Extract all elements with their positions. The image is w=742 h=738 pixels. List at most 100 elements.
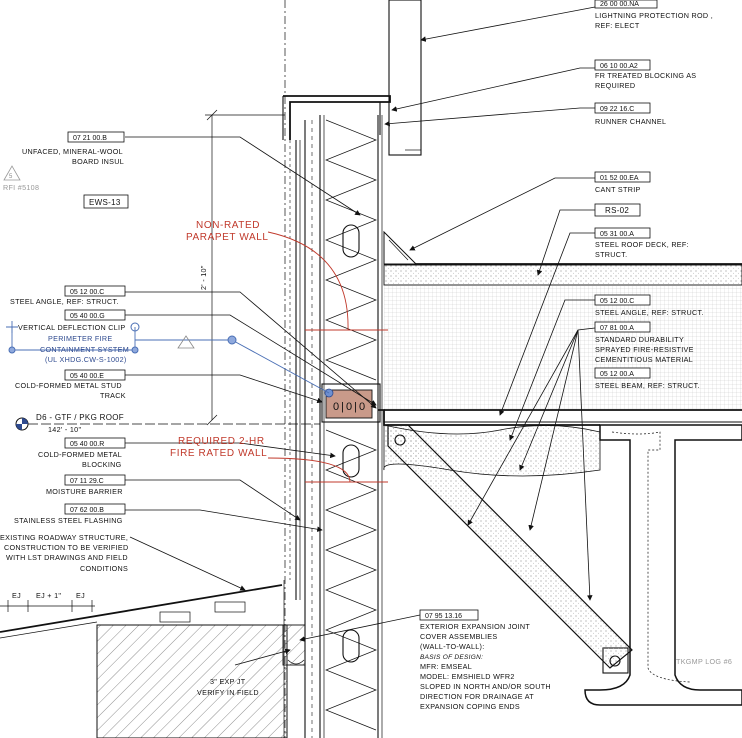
rfi-revision-mark: 5 RFI #5108	[3, 165, 39, 192]
callout-clip: 05 40 00.G VERTICAL DEFLECTION CLIP	[18, 309, 126, 332]
callouts-expjoint-l4: BASIS OF DESIGN:	[420, 654, 483, 661]
level-label: D6 - GTF / PKG ROOF 142' - 10"	[36, 413, 124, 434]
callout-blocking: 06 10 00.A2 FR TREATED BLOCKING AS REQUI…	[594, 59, 696, 90]
perimeter-fire-group	[6, 321, 330, 394]
callout-stud-blocking: 05 40 00.R COLD-FORMED METAL BLOCKING	[38, 437, 126, 469]
callouts-insul-l1: UNFACED, MINERAL-WOOL	[22, 147, 123, 156]
callouts-roadway-l3: WITH LST DRAWINGS AND FIELD	[6, 553, 128, 562]
diagonal-brace	[387, 424, 633, 669]
parapet-dim-text: 2' - 10"	[199, 265, 208, 290]
callouts-blocking-a2-tag: 06 10 00.A2	[600, 63, 638, 70]
callouts-beam-tag: 05 12 00.A	[600, 371, 634, 378]
labels-required2: FIRE RATED WALL	[170, 448, 267, 459]
callout-sfrm: 07 81 00.A STANDARD DURABILITY SPRAYED F…	[594, 321, 694, 364]
callouts-track-tag: 05 40 00.E	[70, 373, 104, 380]
callouts-expjoint-l1: EXTERIOR EXPANSION JOINT	[420, 622, 530, 631]
callouts-runner-l1: RUNNER CHANNEL	[595, 117, 666, 126]
callouts-angle-l-tag: 05 12 00.C	[70, 289, 104, 296]
callout-rs02: RS-02	[594, 203, 641, 217]
callouts-insul-l2: BOARD INSUL	[72, 157, 124, 166]
required-label: REQUIRED 2-HR FIRE RATED WALL	[170, 436, 267, 459]
callout-runner: 09 22 16.C RUNNER CHANNEL	[594, 102, 666, 126]
callouts-sfrm-l1: STANDARD DURABILITY	[595, 335, 684, 344]
callouts-stud-block-l2: BLOCKING	[82, 460, 122, 469]
callouts-lightning-l1: LIGHTNING PROTECTION ROD ,	[595, 11, 713, 20]
callouts-track-l1: COLD-FORMED METAL STUD	[15, 381, 122, 390]
ej-dimensions: EJ EJ + 1" EJ	[12, 591, 85, 600]
labels-nonrated2: PARAPET WALL	[186, 232, 269, 243]
callouts-sfrm-tag: 07 81 00.A	[600, 325, 634, 332]
callouts-expjoint-l7: SLOPED IN NORTH AND/OR SOUTH	[420, 682, 551, 691]
callouts-cant-tag: 01 52 00.EA	[600, 175, 639, 182]
level-marker	[15, 417, 320, 431]
callout-flashing: 07 62 00.B STAINLESS STEEL FLASHING	[14, 503, 126, 525]
callouts-expjoint-l2: COVER ASSEMBLIES	[420, 632, 498, 641]
existing-roadway	[0, 584, 306, 738]
callouts-ews-tag: EWS-13	[89, 198, 121, 207]
labels-exp-jt2: VERIFY IN FIELD	[197, 688, 259, 697]
leader-lines	[125, 6, 596, 666]
callouts-beam-l1: STEEL BEAM, REF: STRUCT.	[595, 381, 700, 390]
callout-beam: 05 12 00.A STEEL BEAM, REF: STRUCT.	[594, 367, 700, 390]
callouts-blocking-a2-l2: REQUIRED	[595, 81, 635, 90]
rfi-number: 5	[9, 174, 13, 180]
callouts-sfrm-l2: SPRAYED FIRE-RESISTIVE	[595, 345, 694, 354]
callout-cant: 01 52 00.EA CANT STRIP	[594, 171, 651, 194]
callouts-expjoint-l3: (WALL-TO-WALL):	[420, 642, 485, 651]
callouts-roadway-l2: CONSTRUCTION TO BE VERIFIED	[4, 543, 128, 552]
wall-structure: 0|0|0	[282, 0, 600, 738]
callouts-perimeter-l3: (UL XHDG.CW-S-1002)	[45, 355, 127, 364]
callouts-lightning-l2: REF: ELECT	[595, 21, 640, 30]
callout-perimeter: PERIMETER FIRE CONTAINMENT SYSTEM (UL XH…	[40, 334, 129, 364]
callouts-sfrm-l3: CEMENTITIOUS MATERIAL	[595, 355, 693, 364]
callouts-roadway-l1: EXISTING ROADWAY STRUCTURE,	[0, 533, 128, 542]
callouts-deck-tag: 05 31 00.A	[600, 231, 634, 238]
labels-level-name: D6 - GTF / PKG ROOF	[36, 413, 124, 422]
callout-moisture: 07 11 29.C MOISTURE BARRIER	[46, 474, 126, 496]
callouts-blocking-a2-l1: FR TREATED BLOCKING AS	[595, 71, 696, 80]
callouts-flashing-l1: STAINLESS STEEL FLASHING	[14, 516, 123, 525]
labels-exp-jt1: 3" EXP JT	[210, 677, 246, 686]
callouts-angle-l-l1: STEEL ANGLE, REF: STRUCT.	[10, 297, 119, 306]
parapet-dimension: 2' - 10"	[199, 109, 285, 426]
labels-nonrated1: NON-RATED	[196, 220, 260, 231]
fire-rating-markers	[267, 231, 388, 483]
callouts-cant-l1: CANT STRIP	[595, 185, 641, 194]
callouts-stud-block-l1: COLD-FORMED METAL	[38, 450, 122, 459]
callout-deck: 05 31 00.A STEEL ROOF DECK, REF: STRUCT.	[594, 227, 689, 259]
callout-lightning: 26 00 00.NA LIGHTNING PROTECTION ROD , R…	[594, 0, 713, 30]
callouts-angle-r-tag: 05 12 00.C	[600, 298, 634, 305]
callouts-expjoint-tag: 07 95 13.16	[425, 613, 462, 620]
callouts-expjoint-l8: DIRECTION FOR DRAINAGE AT	[420, 692, 534, 701]
callouts-angle-r-l1: STEEL ANGLE, REF: STRUCT.	[595, 308, 704, 317]
callouts-stud-block-tag: 05 40 00.R	[70, 441, 104, 448]
labels-required1: REQUIRED 2-HR	[178, 436, 265, 447]
callouts-deck-l1: STEEL ROOF DECK, REF:	[595, 240, 689, 249]
callouts-runner-tag: 09 22 16.C	[600, 106, 634, 113]
callouts-moisture-tag: 07 11 29.C	[70, 478, 104, 485]
callout-track: 05 40 00.E COLD-FORMED METAL STUD TRACK	[15, 369, 126, 400]
callouts-expjoint-l6: MODEL: EMSHIELD WFR2	[420, 672, 515, 681]
callouts-expjoint-l5: MFR: EMSEAL	[420, 662, 472, 671]
callouts-track-l2: TRACK	[100, 391, 126, 400]
callouts-deck-l2: STRUCT.	[595, 250, 627, 259]
callout-angle-left: 05 12 00.C STEEL ANGLE, REF: STRUCT.	[10, 285, 126, 306]
callouts-expjoint-l9: EXPANSION COPING ENDS	[420, 702, 520, 711]
callout-expjoint: 07 95 13.16 EXTERIOR EXPANSION JOINT COV…	[419, 609, 551, 711]
callouts-clip-tag: 05 40 00.G	[70, 313, 105, 320]
exp-joint-note: 3" EXP JT VERIFY IN FIELD	[197, 677, 259, 697]
labels-ej1: EJ	[12, 591, 21, 600]
nonrated-label: NON-RATED PARAPET WALL	[186, 220, 269, 243]
rfi-text: RFI #5108	[3, 183, 39, 192]
callouts-rs02-tag: RS-02	[605, 206, 629, 215]
callout-ews: EWS-13	[83, 194, 129, 209]
callout-angle-right: 05 12 00.C STEEL ANGLE, REF: STRUCT.	[594, 294, 704, 317]
log-label: TKGMP LOG #6	[676, 657, 732, 666]
callouts-insul-tag: 07 21 00.B	[73, 135, 107, 142]
callouts-clip-l1: VERTICAL DEFLECTION CLIP	[18, 323, 125, 332]
callouts-lightning-tag: 26 00 00.NA	[600, 1, 639, 8]
callouts-roadway-l4: CONDITIONS	[80, 564, 128, 573]
labels-ej2: EJ + 1"	[36, 591, 61, 600]
callout-roadway: EXISTING ROADWAY STRUCTURE, CONSTRUCTION…	[0, 533, 128, 573]
